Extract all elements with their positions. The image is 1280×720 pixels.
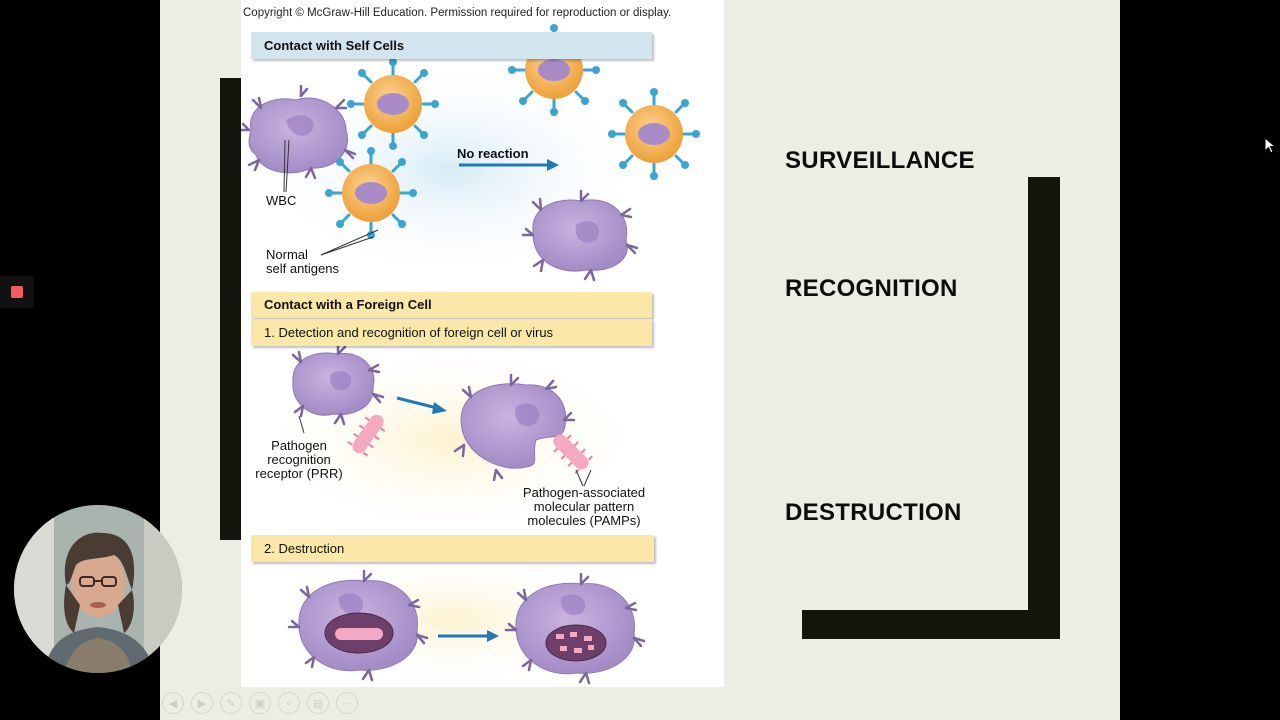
foreign-cell-title: Contact with a Foreign Cell xyxy=(264,297,432,312)
prr-line2: recognition xyxy=(267,452,331,467)
pathogen-left xyxy=(347,414,386,457)
zoom-icon[interactable]: ⌕ xyxy=(278,692,300,714)
mouse-cursor-icon xyxy=(1264,137,1277,154)
prr-line3: receptor (PRR) xyxy=(255,466,343,481)
pamps-label: Pathogen-associated molecular pattern mo… xyxy=(509,486,659,528)
record-button[interactable] xyxy=(0,276,34,308)
wbc-cell-digested xyxy=(504,572,646,685)
step2-title: 2. Destruction xyxy=(264,541,345,556)
normal-self-antigens-line2: self antigens xyxy=(266,261,339,276)
copyright-text: Copyright © McGraw-Hill Education. Permi… xyxy=(243,7,672,19)
keyword-surveillance: SURVEILLANCE xyxy=(785,147,975,174)
wbc-cell-top-left xyxy=(241,84,357,180)
prev-icon[interactable]: ◀ xyxy=(162,692,184,714)
prr-line1: Pathogen xyxy=(271,438,327,453)
step1-header: 1. Detection and recognition of foreign … xyxy=(251,319,652,346)
self-cells-header: Contact with Self Cells xyxy=(251,32,652,59)
figure-illustration xyxy=(241,24,700,687)
normal-self-antigens-label: Normal self antigens xyxy=(266,248,339,276)
no-reaction-arrow xyxy=(459,159,559,171)
subtitles-icon[interactable]: ▤ xyxy=(307,692,329,714)
pamps-line2: molecular pattern xyxy=(533,499,635,514)
immune-response-figure: Copyright © McGraw-Hill Education. Permi… xyxy=(241,0,724,687)
presenter-webcam xyxy=(14,505,182,673)
wbc-label: WBC xyxy=(266,193,297,208)
pen-icon[interactable]: ✎ xyxy=(220,692,242,714)
keyword-recognition: RECOGNITION xyxy=(785,275,958,302)
right-decor-bracket-vertical xyxy=(1028,177,1060,639)
left-decor-bar xyxy=(220,78,241,540)
foreign-cell-header: Contact with a Foreign Cell xyxy=(251,292,652,318)
pamps-line3: molecules (PAMPs) xyxy=(527,513,641,528)
next-icon[interactable]: ▶ xyxy=(191,692,213,714)
wbc-cell-destroying xyxy=(287,569,429,682)
keyword-destruction: DESTRUCTION xyxy=(785,499,962,526)
record-stop-icon xyxy=(11,286,23,298)
pathogen-right xyxy=(553,434,593,474)
step2-header: 2. Destruction xyxy=(251,535,654,562)
normal-self-antigens-line1: Normal xyxy=(266,247,308,262)
presentation-slide: Copyright © McGraw-Hill Education. Permi… xyxy=(160,0,1120,720)
prr-label: Pathogen recognition receptor (PRR) xyxy=(249,439,349,481)
presentation-toolbar: ◀ ▶ ✎ ▣ ⌕ ▤ ⋯ xyxy=(162,692,358,716)
presenter-video-icon xyxy=(14,505,182,673)
step1-title: 1. Detection and recognition of foreign … xyxy=(264,325,554,340)
slides-icon[interactable]: ▣ xyxy=(249,692,271,714)
destruction-arrow xyxy=(438,630,499,642)
right-decor-bracket-horizontal xyxy=(802,610,1060,639)
more-icon[interactable]: ⋯ xyxy=(336,692,358,714)
self-cells xyxy=(325,24,700,239)
wbc-cell-engulfing xyxy=(453,373,576,482)
wbc-cell-right xyxy=(521,189,639,282)
recognition-arrow xyxy=(396,396,447,414)
no-reaction-label: No reaction xyxy=(457,146,529,161)
wbc-cell-detecting xyxy=(291,342,385,426)
pamps-line1: Pathogen-associated xyxy=(522,485,646,500)
self-cells-title: Contact with Self Cells xyxy=(264,38,405,53)
